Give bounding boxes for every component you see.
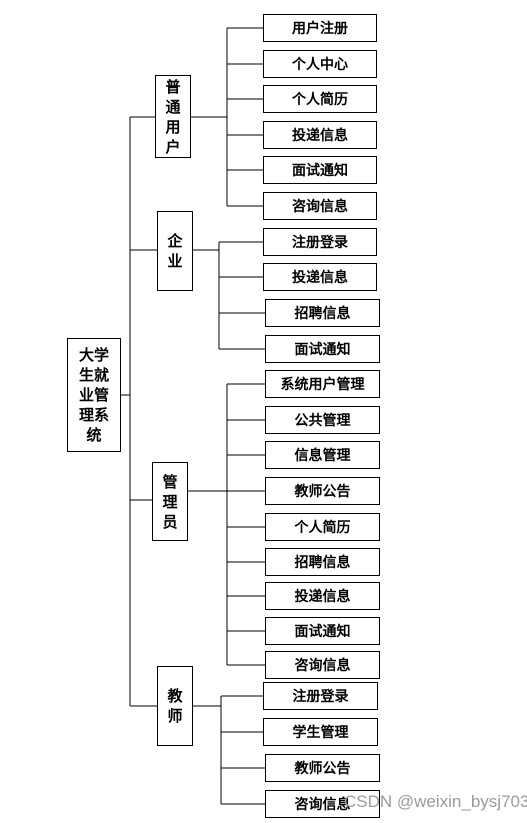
leaf-node: 咨询信息	[265, 790, 380, 818]
group-node-admin: 管理员	[152, 462, 188, 541]
leaf-node: 注册登录	[263, 682, 378, 710]
leaf-node: 注册登录	[263, 228, 377, 256]
leaf-node: 投递信息	[265, 582, 380, 610]
leaf-node: 个人简历	[263, 85, 377, 113]
leaf-node: 招聘信息	[265, 548, 380, 576]
leaf-node: 个人中心	[263, 50, 377, 78]
leaf-node: 招聘信息	[265, 299, 380, 327]
leaf-node: 教师公告	[265, 477, 380, 505]
leaf-node: 教师公告	[265, 754, 380, 782]
group-node-regular-user: 普通用户	[155, 75, 191, 158]
leaf-node: 个人简历	[265, 513, 380, 541]
leaf-node: 公共管理	[265, 406, 380, 434]
leaf-node: 面试通知	[263, 156, 377, 184]
leaf-node: 咨询信息	[263, 192, 377, 220]
leaf-node: 信息管理	[265, 441, 380, 469]
leaf-node: 用户注册	[263, 14, 377, 42]
leaf-node: 系统用户管理	[265, 370, 380, 398]
group-node-enterprise: 企业	[157, 211, 193, 291]
leaf-node: 面试通知	[265, 335, 380, 363]
group-node-teacher: 教师	[157, 666, 193, 746]
leaf-node: 咨询信息	[265, 651, 380, 679]
leaf-node: 投递信息	[263, 263, 377, 291]
leaf-node: 学生管理	[263, 718, 378, 746]
leaf-node: 面试通知	[265, 617, 380, 645]
root-node: 大学生就业管理系统	[67, 338, 121, 452]
watermark: CSDN @weixin_bysj703	[344, 792, 527, 811]
leaf-node: 投递信息	[263, 121, 377, 149]
